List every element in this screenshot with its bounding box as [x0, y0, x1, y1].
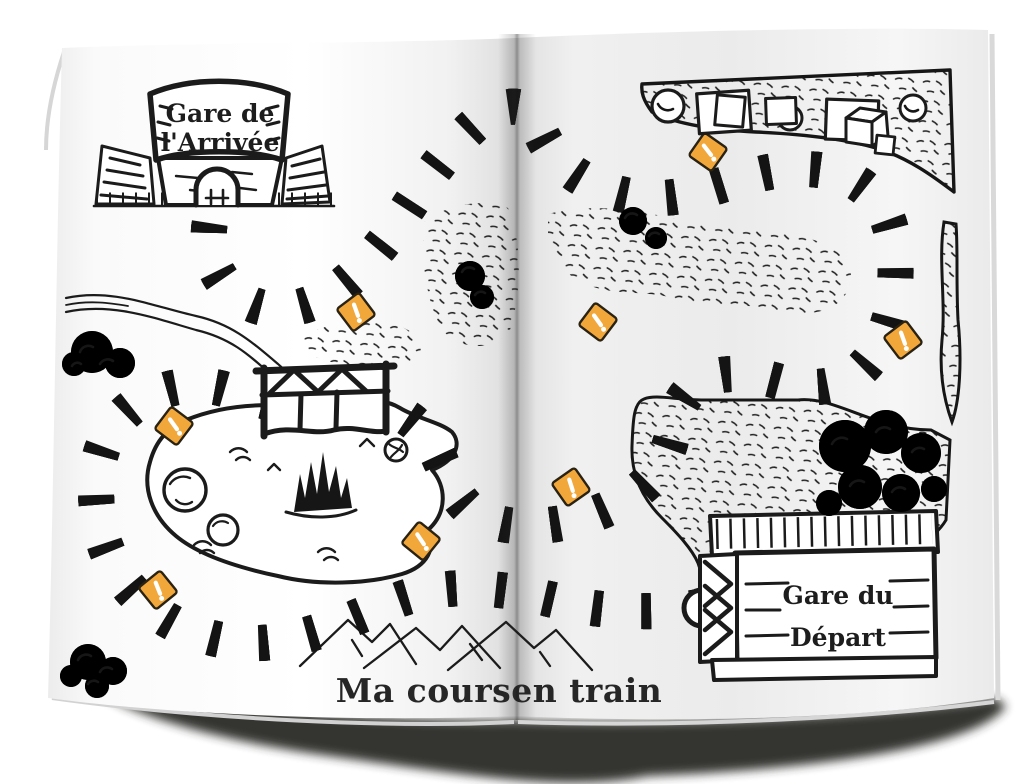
departure-awning	[708, 509, 940, 558]
life-buoy-icon	[383, 437, 409, 463]
railway-track	[77, 107, 896, 644]
crate-icon	[823, 97, 897, 157]
warning-sign-icon	[551, 467, 591, 507]
rock-icon	[898, 93, 928, 123]
cloud-icon	[62, 331, 135, 378]
lake	[145, 399, 459, 585]
grass-tuft	[294, 452, 352, 512]
page-stack-edge-left	[44, 51, 66, 151]
warning-sign-icon	[336, 292, 376, 332]
arrival-station: Gare de l'Arrivée	[92, 78, 336, 208]
arrival-station-label-line2: l'Arrivée	[161, 128, 280, 157]
fold-crease	[498, 34, 536, 720]
warning-sign-icon	[154, 406, 194, 446]
warning-sign-icon	[578, 302, 618, 342]
arrival-station-label-line1: Gare de	[166, 99, 275, 128]
trees-icon	[816, 410, 947, 516]
lake-stone	[162, 467, 208, 513]
departure-station: Gare du Départ	[681, 509, 940, 682]
warning-sign-icon	[883, 320, 923, 360]
bush-icon	[455, 261, 494, 309]
departure-arch	[681, 587, 705, 629]
arrival-sign-board: Gare de l'Arrivée	[147, 78, 291, 163]
embankment-left	[94, 144, 156, 206]
map-art: Gare de l'Arrivée Gare du Départ	[60, 68, 962, 710]
warning-signs	[138, 132, 923, 610]
departure-base	[710, 655, 938, 682]
warning-sign-icon	[138, 570, 178, 610]
warning-sign-icon	[401, 521, 441, 561]
lake-stone	[206, 513, 240, 547]
gravel-strip-right	[939, 220, 962, 427]
departure-sign-board: Gare du Départ	[732, 546, 939, 664]
gravel-island-right	[548, 208, 851, 314]
gravel-patch-bridge	[302, 321, 421, 367]
page-stack-edge-bottom-left	[51, 696, 515, 726]
warning-sign-icon	[688, 132, 728, 172]
bush-icon	[619, 207, 667, 249]
book-shadow	[92, 686, 1006, 783]
rock-icon	[650, 88, 686, 124]
tunnel-arch	[193, 166, 241, 208]
water-waves	[192, 437, 376, 562]
page-stack-edge-bottom-right	[517, 700, 995, 726]
cloud-icon	[60, 644, 127, 698]
page-stack-edge-right	[989, 33, 1001, 701]
departure-station-label-line1: Gare du	[783, 581, 894, 610]
departure-station-label-line2: Départ	[790, 623, 886, 652]
departure-chevrons	[698, 552, 739, 664]
crate-icon	[695, 88, 798, 136]
bridge	[252, 360, 398, 440]
